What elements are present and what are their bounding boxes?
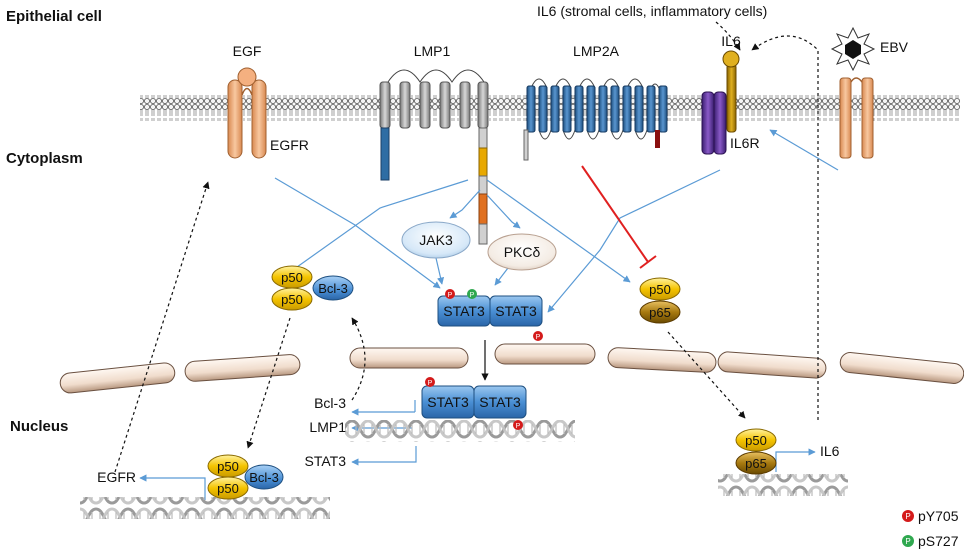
stat3-label: STAT3 [479, 394, 521, 410]
p50-label: p50 [649, 282, 671, 297]
inhibition-arrow [581, 165, 657, 269]
lmp2a-transmembrane-segment [646, 85, 656, 133]
lmp1-protein [379, 69, 489, 245]
transport-arrows [114, 21, 819, 473]
il6-ligand-icon [722, 50, 740, 133]
gene-label-il6: IL6 [820, 443, 840, 459]
p65-label: p65 [745, 456, 767, 471]
il6-label: IL6 [721, 33, 741, 49]
pkc-kinase [487, 233, 557, 271]
gene-label-egfr: EGFR [97, 469, 136, 485]
phospho-y705-mark: P [513, 420, 523, 430]
region-label-cytoplasm: Cytoplasm [6, 150, 83, 167]
gene-label-lmp1: LMP1 [309, 419, 346, 435]
p50-label: p50 [281, 292, 303, 307]
p50-label: p50 [745, 433, 767, 448]
p-glyph: P [470, 292, 475, 299]
stat3-dimer-cytoplasm: STAT3 STAT3 [437, 295, 543, 327]
p50-p65-complex-nucleus: p50 p65 [735, 428, 777, 475]
ebv-receptor [839, 77, 874, 159]
phospho-y705-mark: P [533, 331, 543, 341]
p-glyph: P [516, 423, 521, 430]
egf-ligand-icon [237, 67, 257, 87]
p-glyph: P [536, 334, 541, 341]
egf-label: EGF [233, 43, 262, 59]
p50-bcl3-complex-cytoplasm: p50 p50 Bcl-3 [271, 265, 354, 311]
il6r-receptor [701, 91, 727, 155]
stat3-label: STAT3 [427, 394, 469, 410]
lmp2a-transmembrane-segment [586, 85, 596, 133]
p50-label: p50 [217, 459, 239, 474]
legend-label-pS727: pS727 [918, 533, 959, 549]
dna-strand-il6 [718, 474, 848, 496]
lmp2a-transmembrane-segment [526, 85, 536, 133]
lmp2a-label: LMP2A [573, 43, 620, 59]
lmp1-label: LMP1 [414, 43, 451, 59]
lmp2a-transmembrane-segment [550, 85, 560, 133]
p-glyph: P [905, 537, 910, 546]
lmp2a-transmembrane-segment [610, 85, 620, 133]
phospho-y705-mark: P [425, 377, 435, 387]
il6r-label: IL6R [730, 135, 760, 151]
nuclear-envelope [59, 343, 964, 394]
egfr-label: EGFR [270, 137, 309, 153]
lmp2a-transmembrane-segment [658, 85, 668, 133]
lmp2a-transmembrane-segment [574, 85, 584, 133]
stat3-dimer-nucleus: STAT3 STAT3 [421, 385, 527, 419]
jak3-kinase [401, 221, 471, 259]
legend-swatch-pY705 [902, 510, 914, 522]
p-glyph: P [448, 292, 453, 299]
ebv-virus-icon [830, 26, 876, 72]
egfr-receptor [227, 79, 267, 159]
p50-label: p50 [217, 481, 239, 496]
gene-label-stat3: STAT3 [305, 453, 347, 469]
lmp2a-transmembrane-segment [538, 85, 548, 133]
bcl3-label: Bcl-3 [318, 281, 348, 296]
cell-membrane [140, 95, 960, 121]
lmp2a-transmembrane-segment [634, 85, 644, 133]
legend-label-pY705: pY705 [918, 508, 959, 524]
dna-strand-stat3 [345, 420, 575, 442]
p-glyph: P [905, 512, 910, 521]
p50-label: p50 [281, 270, 303, 285]
lmp2a-transmembrane-segment [562, 85, 572, 133]
legend-swatch-pS727 [902, 535, 914, 547]
lmp2a-protein [523, 78, 668, 161]
p-glyph: P [428, 380, 433, 387]
phospho-s727-mark: P [467, 289, 477, 299]
lmp2a-transmembrane-segment [598, 85, 608, 133]
jak3-label: JAK3 [419, 232, 453, 248]
il6-source-label: IL6 (stromal cells, inflammatory cells) [537, 3, 767, 19]
ebv-label: EBV [880, 39, 909, 55]
region-label-epithelial: Epithelial cell [6, 8, 102, 25]
stat3-label: STAT3 [443, 303, 485, 319]
p50-p65-complex-cytoplasm: p50 p65 [639, 277, 681, 324]
p65-label: p65 [649, 305, 671, 320]
dna-strand-egfr [80, 497, 330, 519]
p50-bcl3-complex-nucleus: p50 p50 Bcl-3 [207, 454, 284, 500]
phospho-y705-mark: P [445, 289, 455, 299]
pkc-label: PKCδ [504, 244, 541, 260]
stat3-label: STAT3 [495, 303, 537, 319]
gene-label-bcl3: Bcl-3 [314, 395, 346, 411]
region-label-nucleus: Nucleus [10, 418, 68, 435]
bcl3-label: Bcl-3 [249, 470, 279, 485]
lmp2a-transmembrane-segment [622, 85, 632, 133]
legend: P pY705 P pS727 [902, 508, 959, 549]
